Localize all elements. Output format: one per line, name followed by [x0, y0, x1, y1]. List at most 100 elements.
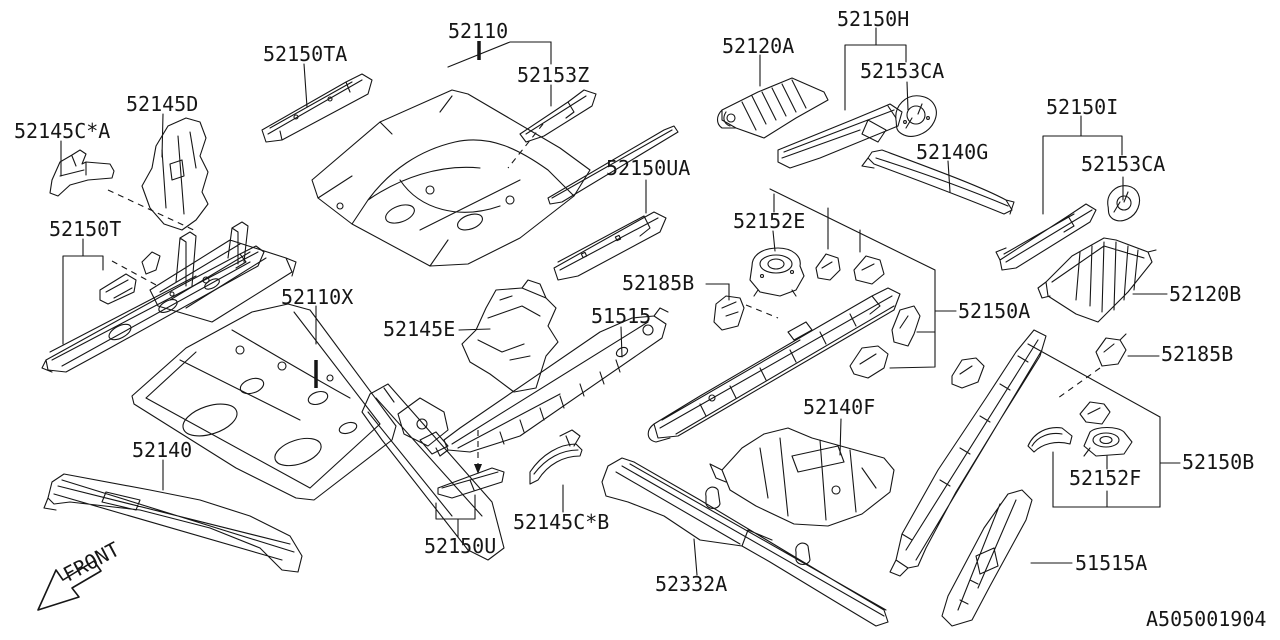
- part-52150h: [777, 103, 903, 169]
- part-label-52145c-a: 52145C*A: [14, 119, 110, 143]
- part-52110x-hole: [235, 345, 245, 355]
- bold-leader-marks: [314, 41, 481, 388]
- leader-52145e: [458, 328, 491, 331]
- part-51515a: [941, 489, 1033, 627]
- leader-52140g: [947, 160, 951, 193]
- part-52120a-detail: [726, 113, 736, 123]
- part-crossmember-hole: [169, 291, 175, 297]
- part-52150ta-hole: [293, 114, 299, 120]
- front-arrow-icon: [37, 560, 102, 611]
- part-label-52152f: 52152F: [1069, 466, 1141, 490]
- part-52120a: [716, 77, 829, 139]
- part-hanger-strip: [547, 125, 679, 205]
- part-52140g: [861, 149, 1015, 215]
- part-label-52120a: 52120A: [722, 34, 794, 58]
- parts-layer: [41, 73, 1157, 627]
- part-52145c-a: [49, 149, 115, 197]
- part-label-52332a: 52332A: [655, 572, 727, 596]
- part-52110x-well: [274, 437, 322, 467]
- part-52150i: [995, 203, 1097, 271]
- part-52110x-hole: [307, 390, 329, 406]
- leader-52152e: [772, 193, 776, 252]
- part-label-52185b-2: 52185B: [1161, 342, 1233, 366]
- part-52150ta: [261, 73, 373, 143]
- part-52332a: [601, 457, 889, 627]
- part-52140f: [709, 427, 895, 527]
- leader-52150t-bracket: [62, 238, 104, 345]
- part-52185b-2: [1095, 333, 1127, 367]
- part-52150t: [41, 245, 265, 373]
- part-52153ca-1: [895, 95, 937, 137]
- part-label-drawing-code: A505001904: [1146, 607, 1266, 631]
- part-clip-b: [853, 255, 885, 285]
- part-52150t-hole: [158, 299, 178, 313]
- part-label-52153ca-2: 52153CA: [1081, 152, 1165, 176]
- part-52150ua-hole: [580, 251, 588, 259]
- part-52150ua-hole: [614, 234, 622, 242]
- part-52152f-dome: [1083, 426, 1133, 457]
- part-52140f-hole: [831, 485, 841, 495]
- part-crossmember-hole: [202, 276, 210, 284]
- part-label-52145c-b: 52145C*B: [513, 510, 609, 534]
- part-52152f-ring: [1099, 435, 1113, 445]
- dashed-lines: [107, 123, 1101, 466]
- part-label-52150u: 52150U: [424, 534, 496, 558]
- part-52152e-dot: [789, 269, 795, 275]
- leader-52150i-bracket: [1042, 115, 1124, 215]
- leader-52140f: [839, 418, 842, 456]
- part-clip-a: [815, 253, 841, 281]
- part-52110: [311, 89, 591, 267]
- part-crossmember-assembly: [141, 221, 297, 323]
- part-bracket-d: [849, 345, 889, 379]
- part-52150ua: [553, 211, 667, 281]
- part-52110x-hole: [338, 421, 358, 435]
- part-52150t-hole: [204, 278, 220, 290]
- labels-layer: 52145C*A52145D52150TA5211052153Z52120A52…: [14, 7, 1266, 631]
- part-label-52150ua: 52150UA: [606, 156, 690, 180]
- part-52152e-ring: [759, 254, 793, 274]
- part-52153z: [519, 89, 597, 143]
- part-52185b-1: [713, 295, 745, 331]
- part-52140: [43, 473, 303, 573]
- part-52110-hole: [425, 185, 435, 195]
- part-52110x-hole: [326, 374, 334, 382]
- part-52150a-member: [647, 287, 901, 443]
- dashed-52153z: [507, 123, 544, 169]
- part-label-52152e: 52152E: [733, 209, 805, 233]
- part-bracket-c: [891, 305, 921, 347]
- part-52153ca-2: [1107, 185, 1141, 222]
- part-clip-e: [951, 357, 985, 389]
- part-52120b: [1037, 237, 1157, 323]
- part-label-51515: 51515: [591, 304, 651, 328]
- part-label-52110: 52110: [448, 19, 508, 43]
- part-label-52140f: 52140F: [803, 395, 875, 419]
- part-label-52150t: 52150T: [49, 217, 121, 241]
- part-rear-frame-rail: [889, 329, 1047, 577]
- leader-52332a: [693, 538, 698, 576]
- part-label-51515a: 51515A: [1075, 551, 1147, 575]
- part-51515-hole: [615, 346, 629, 358]
- part-52152e: [749, 247, 805, 297]
- leader-52150u-bracket: [435, 494, 476, 538]
- part-52152f-ring: [1092, 432, 1120, 448]
- part-52150u-sill: [437, 467, 505, 499]
- leader-52150h-bracket: [844, 27, 909, 111]
- part-label-52150b: 52150B: [1182, 450, 1254, 474]
- part-51515-hole: [642, 324, 654, 336]
- part-rear-extension: [361, 383, 505, 561]
- part-label-front: FRONT: [59, 537, 123, 586]
- part-label-52140: 52140: [132, 438, 192, 462]
- leader-52150b-bracket: [1027, 343, 1181, 508]
- part-52153ca-2-ring: [1116, 195, 1132, 211]
- part-52153ca-1-dot: [926, 116, 930, 120]
- dashed-52185b-2: [1057, 367, 1101, 399]
- part-52150t-hole: [108, 323, 132, 341]
- part-52110x: [131, 303, 397, 501]
- part-label-52153ca-1: 52153CA: [860, 59, 944, 83]
- part-52110-hole: [336, 202, 344, 210]
- leader-lines: [60, 27, 1181, 576]
- part-52110x-well: [182, 403, 238, 437]
- dashed-arrowhead: [474, 464, 482, 474]
- part-52145e: [461, 279, 559, 393]
